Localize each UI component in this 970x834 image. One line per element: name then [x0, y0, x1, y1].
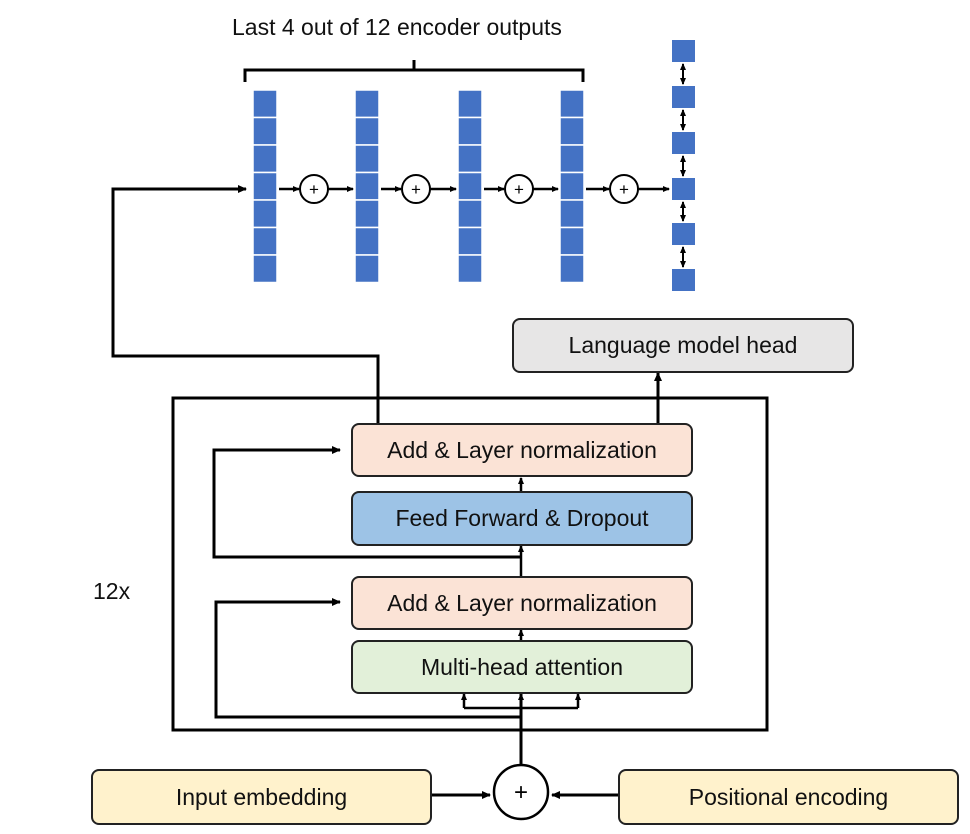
encoder-output-token	[354, 89, 380, 119]
encoder-output-token	[559, 116, 585, 146]
multi-head-attention-box: Multi-head attention	[351, 640, 693, 694]
encoder-output-token	[457, 89, 483, 119]
encoder-output-token	[354, 144, 380, 174]
sum-symbol: +	[309, 180, 319, 199]
encoder-output-token	[252, 226, 278, 256]
attn-residual-path	[214, 598, 521, 719]
encoder-output-token	[457, 144, 483, 174]
outputs-brace	[243, 60, 585, 82]
encoder-output-token	[559, 89, 585, 119]
encoder-output-token	[354, 171, 380, 201]
combined-output-token	[672, 40, 695, 62]
encoder-output-token	[252, 144, 278, 174]
add-norm-bottom-box: Add & Layer normalization	[351, 576, 693, 630]
encoder-output-token	[457, 226, 483, 256]
combined-output-token	[672, 223, 695, 245]
encoder-output-token	[457, 171, 483, 201]
encoder-output-token	[252, 89, 278, 119]
encoder-output-token	[559, 254, 585, 284]
sum-symbol: +	[411, 180, 421, 199]
encoder-output-token	[252, 171, 278, 201]
encoder-output-token	[457, 199, 483, 229]
embedding-sum-symbol: +	[514, 779, 528, 806]
encoder-output-token	[559, 144, 585, 174]
encoder-output-token	[354, 254, 380, 284]
encoder-output-token	[252, 254, 278, 284]
encoder-output-token	[457, 116, 483, 146]
combined-output-tokens	[672, 40, 695, 291]
encoder-output-token	[252, 116, 278, 146]
repeat-count-label: 12x	[93, 578, 131, 604]
combined-output-token	[672, 86, 695, 108]
column-sum-nodes: + + + +	[279, 174, 670, 204]
sum-symbol: +	[619, 180, 629, 199]
encoder-output-token	[252, 199, 278, 229]
encoder-output-path	[111, 185, 380, 423]
embedding-sum-node	[492, 763, 550, 821]
sum-symbol: +	[514, 180, 524, 199]
input-embedding-box: Input embedding	[91, 769, 432, 825]
encoder-output-columns	[252, 89, 585, 284]
positional-encoding-box: Positional encoding	[618, 769, 959, 825]
encoder-output-token	[559, 171, 585, 201]
encoder-block-frame	[171, 396, 769, 732]
combined-output-token	[672, 178, 695, 200]
encoder-output-token	[354, 226, 380, 256]
encoder-output-token	[354, 116, 380, 146]
encoder-outputs-title: Last 4 out of 12 encoder outputs	[232, 14, 562, 40]
language-model-head-box: Language model head	[512, 318, 854, 373]
combined-output-token	[672, 269, 695, 291]
combined-output-token	[672, 132, 695, 154]
feed-forward-box: Feed Forward & Dropout	[351, 491, 693, 546]
encoder-output-token	[559, 226, 585, 256]
encoder-output-token	[559, 199, 585, 229]
add-norm-top-box: Add & Layer normalization	[351, 423, 693, 477]
ff-residual-path	[212, 446, 521, 559]
encoder-output-token	[457, 254, 483, 284]
encoder-output-token	[354, 199, 380, 229]
